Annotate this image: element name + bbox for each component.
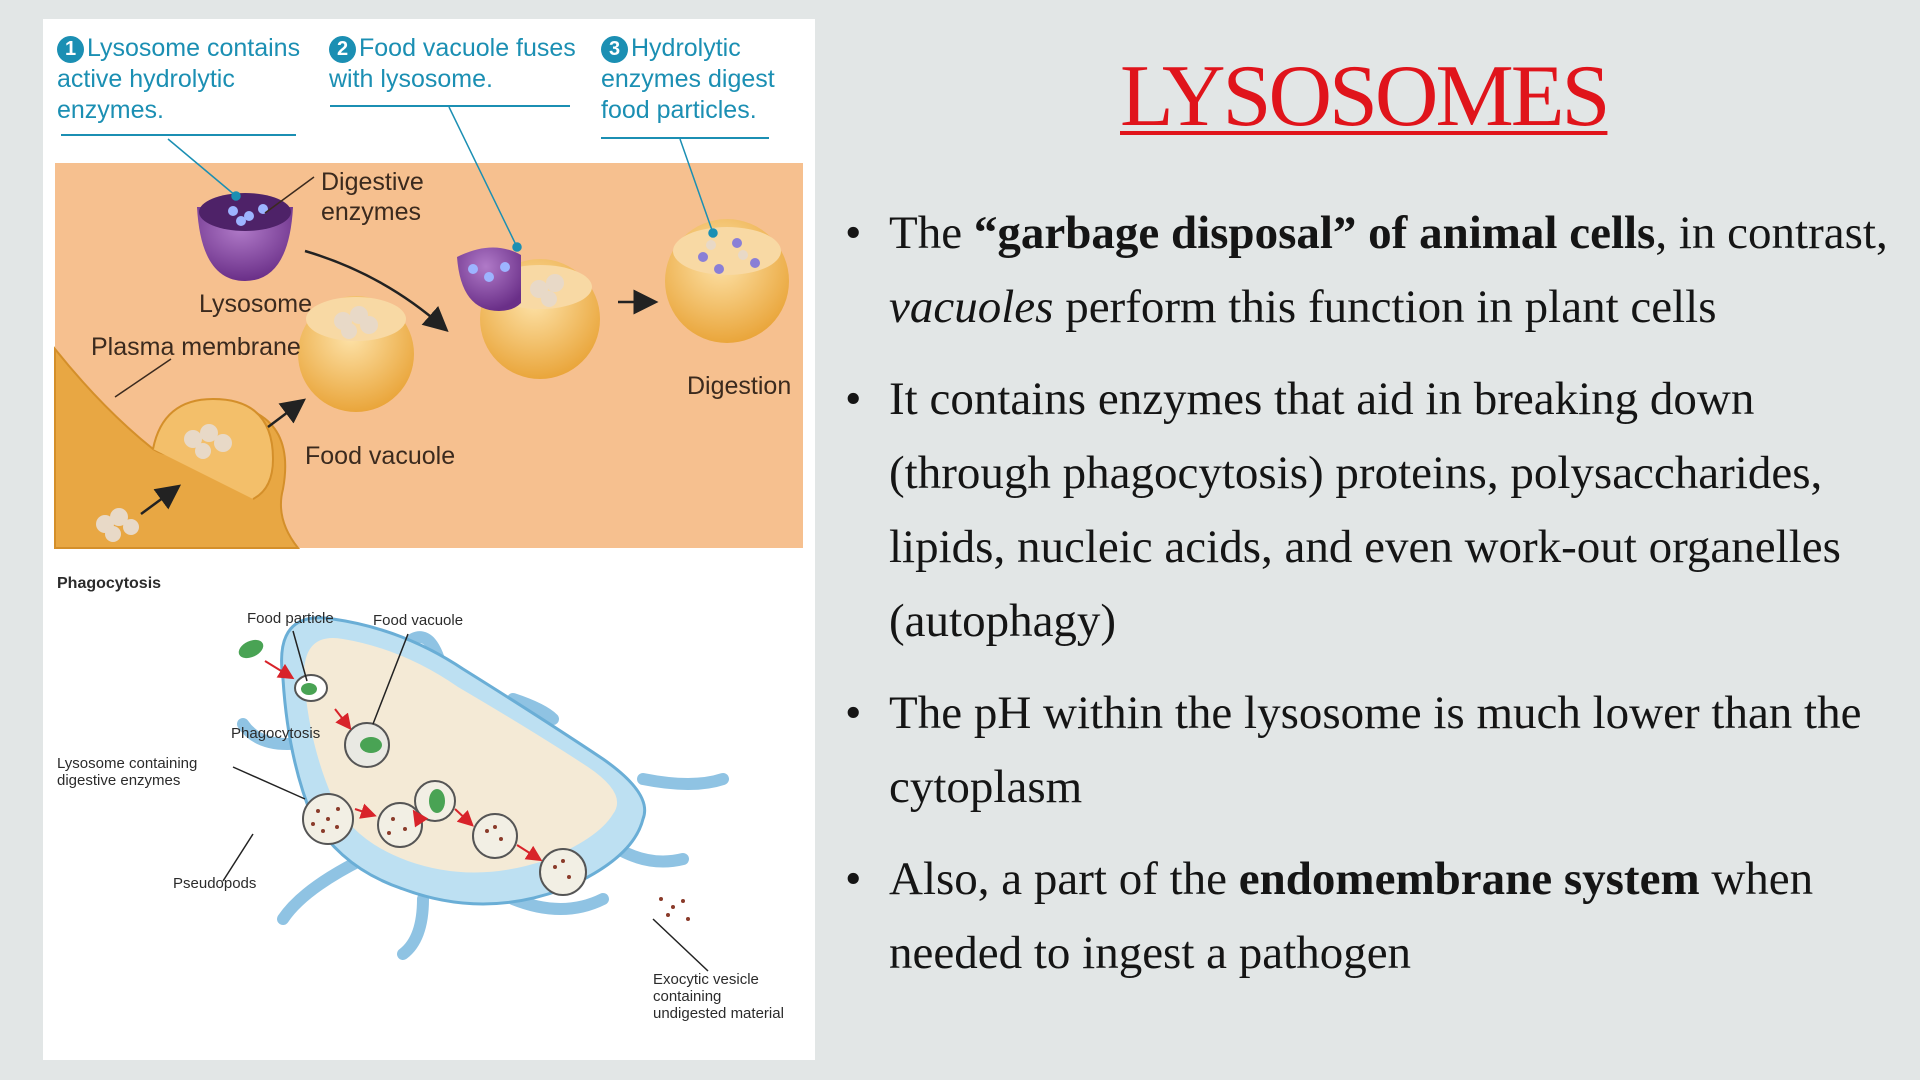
bullet-item: The “garbage disposal” of animal cells, … xyxy=(845,196,1895,344)
step-1-line-3: enzymes. xyxy=(57,96,164,124)
bullet-item: Also, a part of the endomembrane system … xyxy=(845,842,1895,990)
arrow-particle-entering xyxy=(140,484,182,516)
label-exocytic-vesicle: Exocytic vesicle containing undigested m… xyxy=(653,971,784,1022)
step-3-number: 3 xyxy=(601,36,628,63)
leader-plasma-membrane xyxy=(114,358,172,398)
leader-step-1 xyxy=(167,138,237,197)
label-lysosome-containing: Lysosome containing digestive enzymes xyxy=(57,755,197,789)
step-1-line-1: Lysosome contains xyxy=(87,34,301,62)
food-particles-outside xyxy=(96,508,139,542)
label-plasma-membrane: Plasma membrane xyxy=(91,333,301,361)
bullet-1-text: perform this function in plant cells xyxy=(1053,281,1717,333)
bullet-1-text: , in contrast, xyxy=(1655,207,1888,259)
label-digestive-enzymes: Digestive enzymes xyxy=(321,167,424,227)
label-food-vacuole: Food vacuole xyxy=(305,442,456,470)
lysosome-1 xyxy=(197,193,293,281)
arrow-enzymes-to-fusion xyxy=(304,249,449,332)
bullet-1-italic: vacuoles xyxy=(889,281,1054,333)
label-food-vacuole-cell: Food vacuole xyxy=(373,612,464,629)
slide-title: LYSOSOMES xyxy=(1120,48,1610,145)
step-1-rule xyxy=(61,134,296,136)
bullet-item: The pH within the lysosome is much lower… xyxy=(845,676,1895,824)
bullet-2-text: It contains enzymes that aid in breaking… xyxy=(889,373,1841,647)
step-3-line-2: enzymes digest xyxy=(601,65,775,93)
label-digestive-enzymes-line-1: Digestive xyxy=(321,168,424,196)
food-particle-outside xyxy=(238,639,264,659)
label-exocytic-vesicle-line-2: containing xyxy=(653,988,722,1005)
enzyme-dots xyxy=(311,807,690,921)
label-phagocytosis-process: Phagocytosis xyxy=(231,725,321,742)
label-lysosome-containing-line-2: digestive enzymes xyxy=(57,772,181,789)
step-2-number: 2 xyxy=(329,36,356,63)
label-digestion: Digestion xyxy=(687,372,792,400)
phagocytosis-leaders xyxy=(222,630,709,972)
label-exocytic-vesicle-line-3: undigested material xyxy=(653,1005,784,1022)
label-lysosome: Lysosome xyxy=(199,290,313,318)
label-exocytic-vesicle-line-1: Exocytic vesicle xyxy=(653,971,759,988)
bullet-3-text: The pH within the lysosome is much lower… xyxy=(889,687,1862,813)
label-digestive-enzymes-line-2: enzymes xyxy=(321,198,422,226)
leader-digestive-enzymes xyxy=(264,176,315,214)
forming-vacuole xyxy=(152,397,275,500)
step-2-line-2: with lysosome. xyxy=(329,65,493,93)
bullet-4-text: Also, a part of the xyxy=(889,853,1239,905)
bullet-list: The “garbage disposal” of animal cells, … xyxy=(845,196,1895,1008)
bullet-1-bold: “garbage disposal” of animal cells xyxy=(973,207,1656,259)
bullet-4-text: when needed to ingest a pathogen xyxy=(889,853,1814,979)
lysosome-diagram-illustration xyxy=(54,106,803,972)
bullet-1-text: The xyxy=(889,207,974,259)
label-pseudopods: Pseudopods xyxy=(173,875,257,892)
food-vacuole-1 xyxy=(298,296,414,412)
step-1-line-2: active hydrolytic xyxy=(57,65,235,93)
red-flow-arrows xyxy=(264,660,543,862)
arrow-membrane-to-vacuole xyxy=(267,398,306,428)
leader-step-2 xyxy=(448,106,518,248)
step-3-line-1: Hydrolytic xyxy=(631,34,741,62)
label-food-particle: Food particle xyxy=(247,610,334,627)
fusing-vacuole xyxy=(457,247,600,379)
digesting-vacuole xyxy=(665,219,789,343)
step-3-rule xyxy=(601,137,769,139)
bullet-4-bold: endomembrane system xyxy=(1238,853,1700,905)
step-1-number: 1 xyxy=(57,36,84,63)
step-2-rule xyxy=(330,105,570,107)
step-2-line-1: Food vacuole fuses xyxy=(359,34,576,62)
bullet-item: It contains enzymes that aid in breaking… xyxy=(845,362,1895,658)
step-3-line-3: food particles. xyxy=(601,96,757,124)
phagocytosis-heading: Phagocytosis xyxy=(57,575,162,592)
label-lysosome-containing-line-1: Lysosome containing xyxy=(57,755,198,772)
leader-step-3 xyxy=(679,138,714,234)
